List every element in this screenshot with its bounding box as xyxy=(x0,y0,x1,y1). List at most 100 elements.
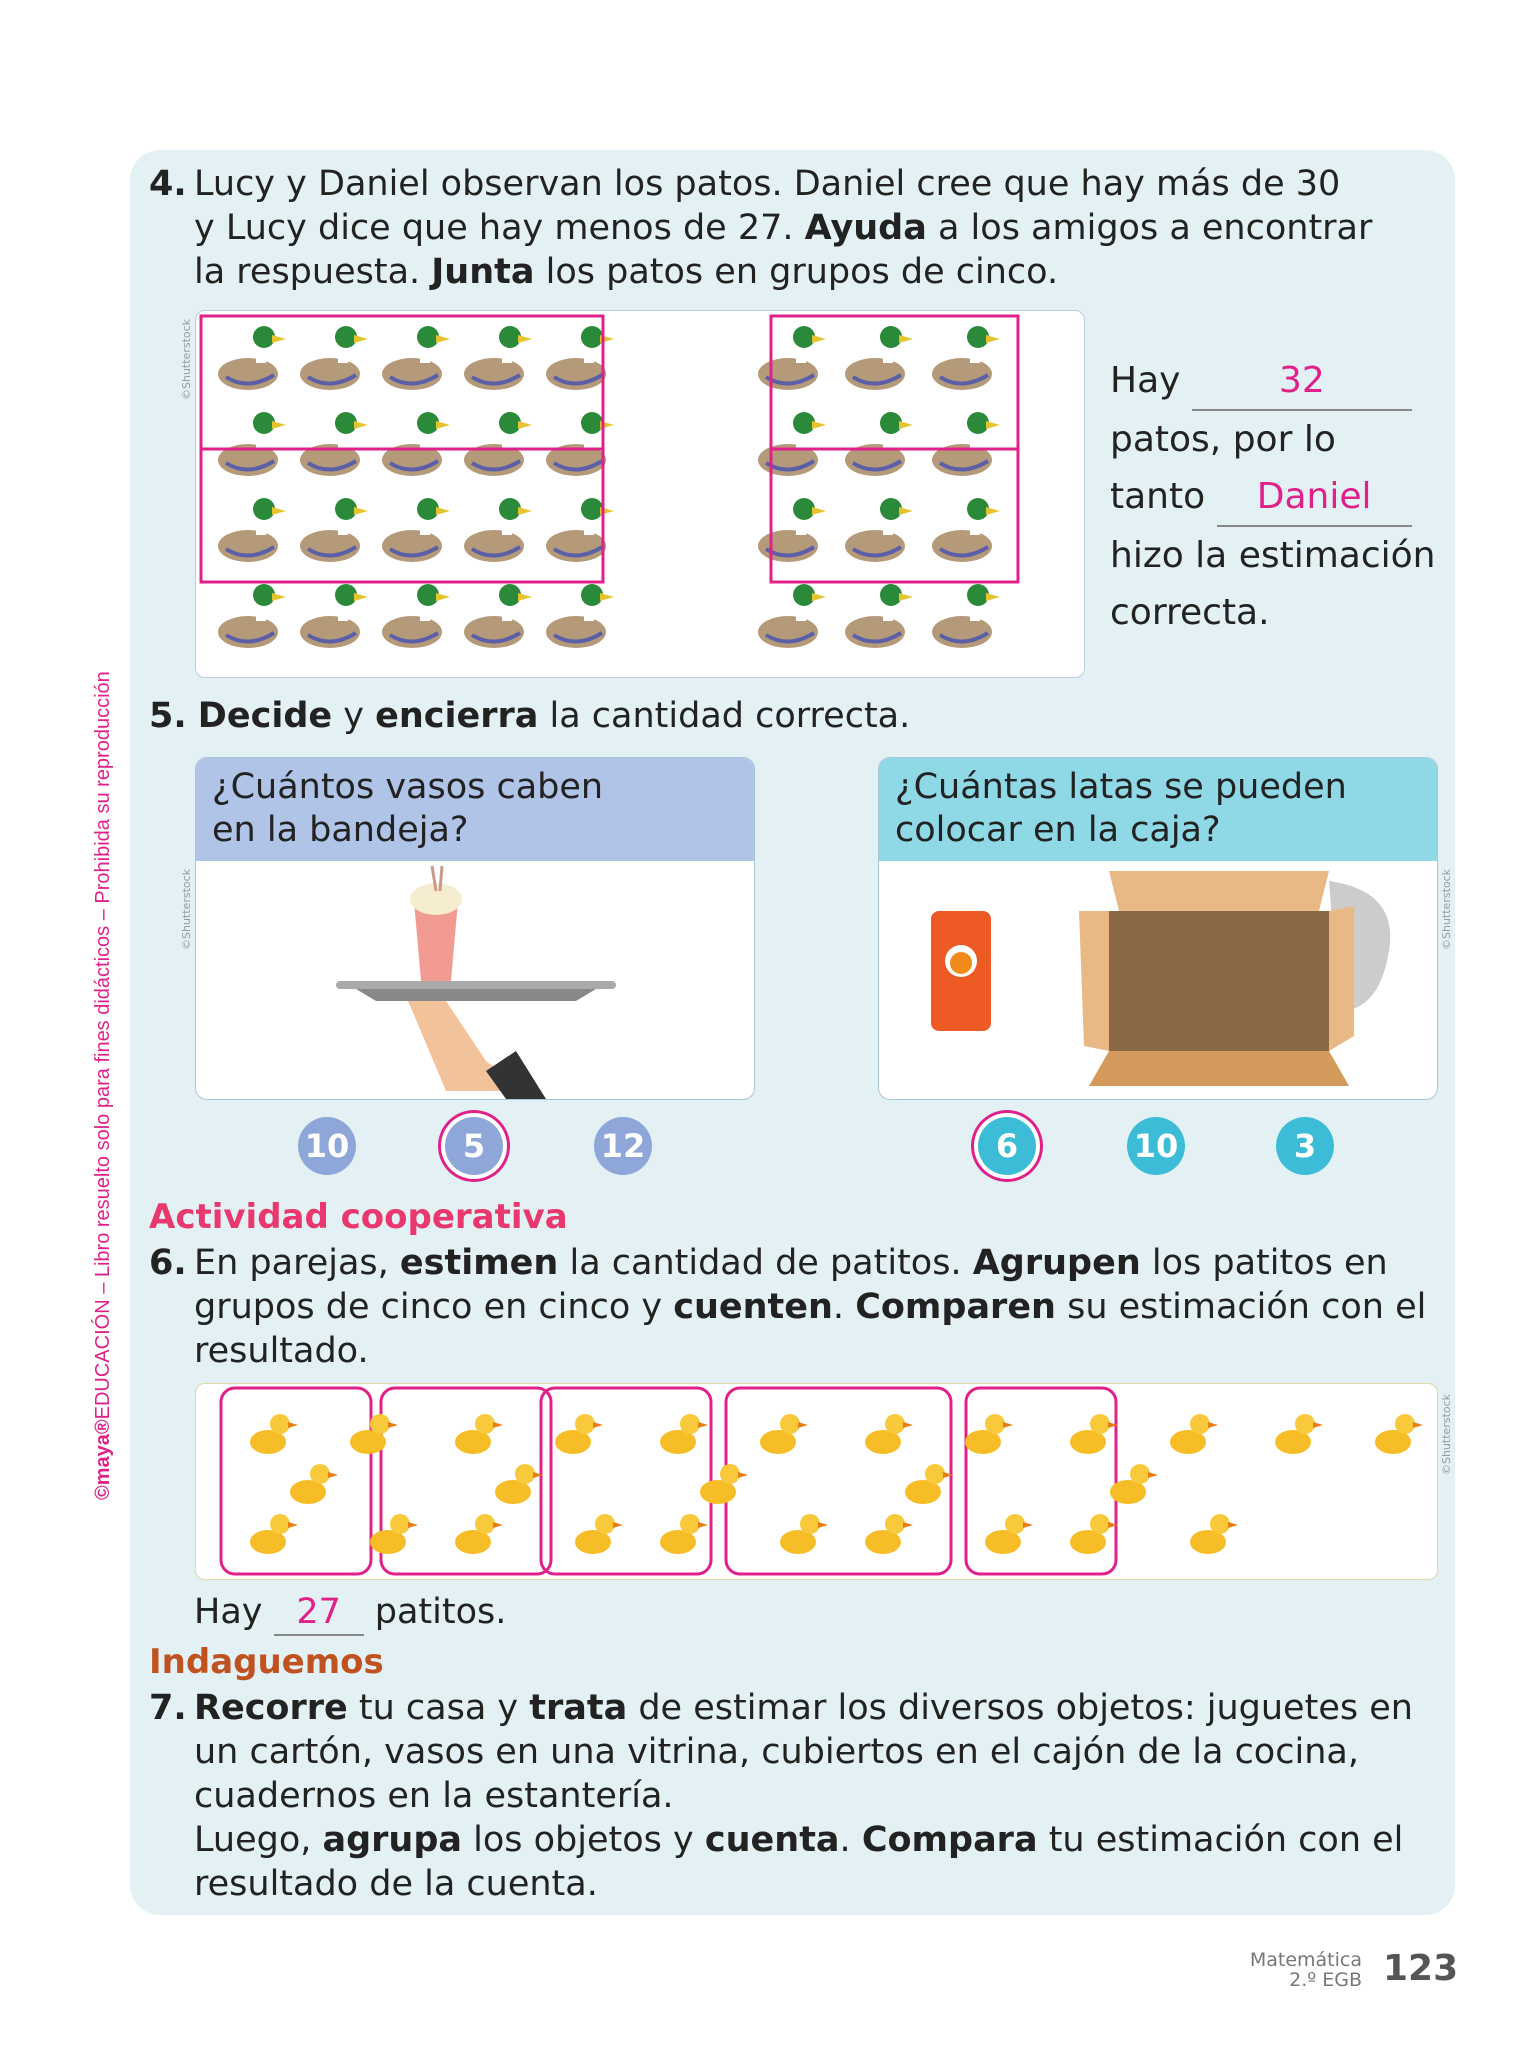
duckling-icon xyxy=(455,1414,503,1454)
q6-text: En parejas, estimen la cantidad de patit… xyxy=(194,1243,1427,1371)
answer-count-field[interactable]: 32 xyxy=(1191,352,1412,411)
duck-icon xyxy=(845,326,913,390)
group-outline xyxy=(219,1386,373,1576)
duckling-icon xyxy=(555,1414,603,1454)
q7-text: Recorre tu casa y trata de estimar los d… xyxy=(194,1688,1413,1904)
duck-icon xyxy=(218,326,286,390)
duckling-icon xyxy=(1070,1414,1118,1454)
brand-logo: ©maya® xyxy=(92,1419,114,1500)
left-option-12[interactable]: 12 xyxy=(594,1117,652,1175)
left-option-10[interactable]: 10 xyxy=(298,1117,356,1175)
q7-number: 7. xyxy=(149,1688,187,1728)
duckling-icon xyxy=(660,1514,708,1554)
duckling-icon xyxy=(660,1414,708,1454)
q6-number: 6. xyxy=(149,1243,187,1283)
duckling-icon xyxy=(495,1464,543,1504)
duck-icon xyxy=(758,412,826,476)
duck-icon xyxy=(382,584,450,648)
duckling-icon xyxy=(290,1464,338,1504)
q4-answer-text: Hay 32 patos, por lo tanto Daniel hizo l… xyxy=(1110,352,1435,641)
q4-number: 4. xyxy=(149,164,187,204)
duck-icon xyxy=(300,412,368,476)
q4-line: la respuesta. Junta los patos en grupos … xyxy=(194,252,1059,292)
duck-icon xyxy=(464,412,532,476)
duck-icon xyxy=(464,584,532,648)
duckling-icon xyxy=(1190,1514,1238,1554)
indaguemos-heading: Indaguemos xyxy=(149,1642,384,1682)
duckling-icon xyxy=(1170,1414,1218,1454)
left-option-5[interactable]: 5 xyxy=(445,1117,503,1175)
photo-credit: ©Shutterstock xyxy=(180,318,193,400)
duck-icon xyxy=(382,498,450,562)
duck-icon xyxy=(218,498,286,562)
duckling-icon xyxy=(865,1514,913,1554)
duck-icon xyxy=(464,498,532,562)
group-outline xyxy=(964,1386,1118,1576)
group-outline xyxy=(769,447,1020,584)
duck-icon xyxy=(382,326,450,390)
duck-icon xyxy=(218,584,286,648)
duck-icon xyxy=(464,326,532,390)
duckling-icon xyxy=(575,1514,623,1554)
q5-text: 5. Decide y encierra la cantidad correct… xyxy=(149,696,911,736)
duck-icon xyxy=(546,584,614,648)
duck-icon xyxy=(758,326,826,390)
duckling-icon xyxy=(780,1514,828,1554)
right-option-10[interactable]: 10 xyxy=(1127,1117,1185,1175)
group-outline xyxy=(379,1386,553,1576)
q4-line: Lucy y Daniel observan los patos. Daniel… xyxy=(194,164,1341,204)
tray-illustration xyxy=(336,865,616,1099)
photo-credit: ©Shutterstock xyxy=(1440,868,1453,950)
duck-icon xyxy=(932,584,1000,648)
q4-text: Lucy y Daniel observan los patos. Daniel… xyxy=(194,162,1372,294)
duck-icon xyxy=(546,412,614,476)
duck-icon xyxy=(932,412,1000,476)
duckling-icon xyxy=(985,1514,1033,1554)
photo-credit: ©Shutterstock xyxy=(180,868,193,950)
duckling-icon xyxy=(760,1414,808,1454)
duck-icon xyxy=(546,326,614,390)
photo-credit: ©Shutterstock xyxy=(1440,1393,1453,1475)
duck-icon xyxy=(300,498,368,562)
duckling-icon xyxy=(965,1414,1013,1454)
duck-icon xyxy=(758,584,826,648)
duck-icon xyxy=(845,412,913,476)
duck-icon xyxy=(932,498,1000,562)
duck-icon xyxy=(218,412,286,476)
right-option-3[interactable]: 3 xyxy=(1276,1117,1334,1175)
duckling-icon xyxy=(1375,1414,1423,1454)
duckling-icon xyxy=(455,1514,503,1554)
group-outline xyxy=(199,447,605,584)
box-illustration xyxy=(931,871,1391,1086)
duck-icon xyxy=(300,326,368,390)
duck-icon xyxy=(758,498,826,562)
duck-icon xyxy=(845,584,913,648)
duckling-icon xyxy=(1110,1464,1158,1504)
q4-line: y Lucy dice que hay menos de 27. Ayuda a… xyxy=(194,208,1373,248)
duck-icon xyxy=(932,326,1000,390)
answer-name-field[interactable]: Daniel xyxy=(1216,468,1412,527)
right-option-6[interactable]: 6 xyxy=(978,1117,1036,1175)
duck-icon xyxy=(300,584,368,648)
copyright-sidebar: ©maya®EDUCACIÓN – Libro resuelto solo pa… xyxy=(92,671,115,1500)
duckling-icon xyxy=(350,1414,398,1454)
duckling-icon xyxy=(1070,1514,1118,1554)
q6-answer: Hay 27 patitos. xyxy=(194,1590,506,1636)
duck-icon xyxy=(382,412,450,476)
duckling-count-field[interactable]: 27 xyxy=(273,1590,364,1636)
cooperative-heading: Actividad cooperativa xyxy=(149,1197,568,1237)
duckling-icon xyxy=(1275,1414,1323,1454)
duckling-icon xyxy=(250,1414,298,1454)
duckling-icon xyxy=(700,1464,748,1504)
duckling-icon xyxy=(905,1464,953,1504)
duck-grid xyxy=(195,310,1085,678)
copyright-text: EDUCACIÓN – Libro resuelto solo para fin… xyxy=(92,671,114,1420)
page-number: 123 xyxy=(1383,1948,1459,1989)
duck-icon xyxy=(546,498,614,562)
duckling-icon xyxy=(250,1514,298,1554)
duck-icon xyxy=(845,498,913,562)
